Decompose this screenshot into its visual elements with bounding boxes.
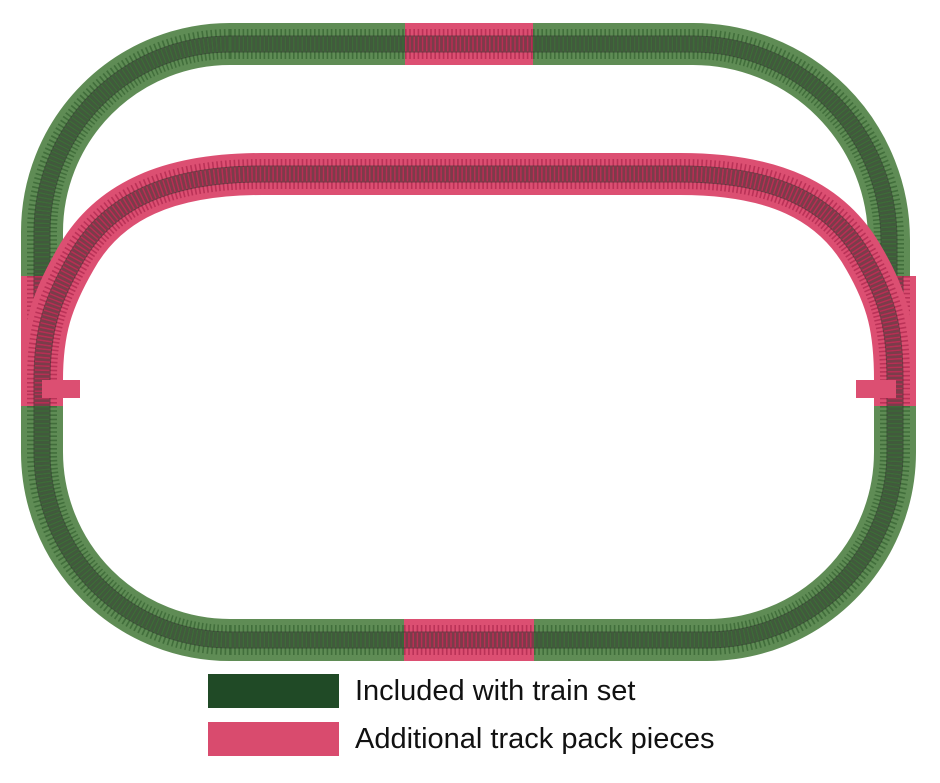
legend-item-included: Included with train set <box>208 674 635 708</box>
rail-bottom-left-curve <box>33 406 231 649</box>
rail-bottom-right-curve <box>706 406 904 649</box>
legend-swatch-additional <box>208 722 339 756</box>
legend-item-additional: Additional track pack pieces <box>208 722 714 756</box>
track-piece-top-right-curve <box>692 23 910 276</box>
track-piece-bottom-left-curve <box>21 406 231 661</box>
track-piece-top-left-curve <box>21 23 231 276</box>
legend-label-included: Included with train set <box>355 674 636 707</box>
track-piece-inner-siding-loop <box>21 153 916 392</box>
right-switch-stub <box>856 380 896 398</box>
track-piece-bottom-right-curve <box>706 406 916 661</box>
left-switch-stub <box>42 380 80 398</box>
legend-swatch-included <box>208 674 339 708</box>
legend-label-additional: Additional track pack pieces <box>355 722 715 755</box>
